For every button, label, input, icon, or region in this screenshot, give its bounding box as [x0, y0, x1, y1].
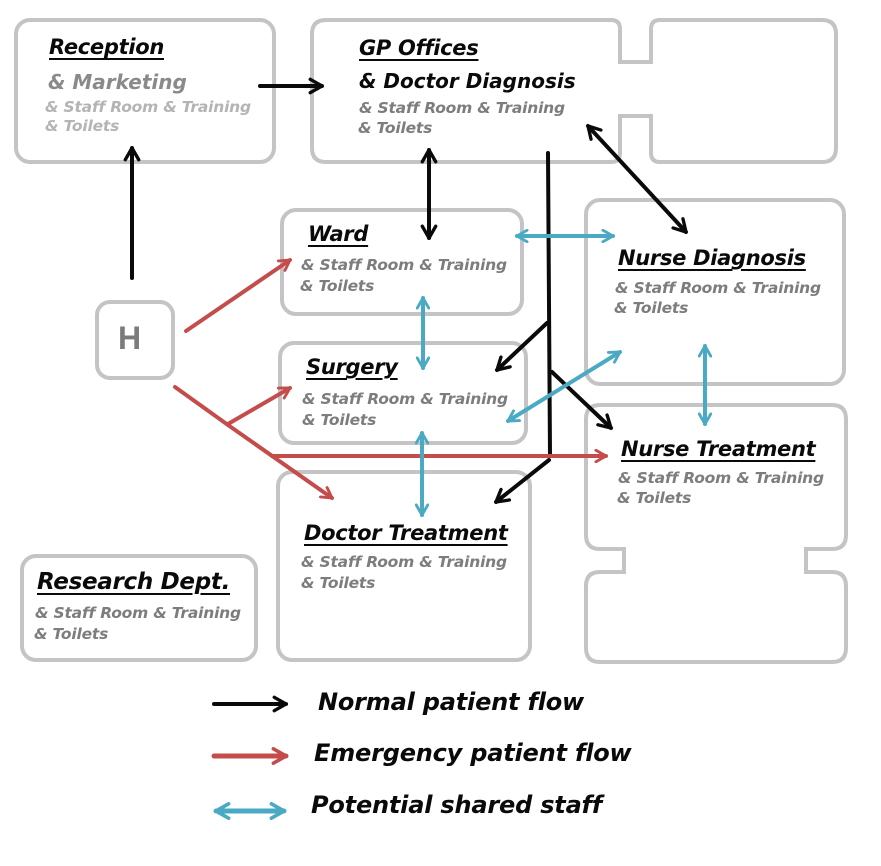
flow-trunk-to-surgery — [495, 321, 549, 372]
flow-gp-nurse-diagnosis — [586, 124, 688, 234]
legend-emergency-label: Emergency patient flow — [314, 739, 632, 767]
reception-subtitle: & Marketing — [48, 70, 187, 94]
room-reception — [14, 18, 276, 164]
emergency-h-trunk — [173, 385, 230, 427]
nurse-diagnosis-facilities: & Staff Room & Training — [615, 279, 821, 297]
ward-toilets: & Toilets — [300, 277, 375, 295]
flow-trunk-to-doctor-treatment — [494, 458, 551, 504]
reception-facilities: & Staff Room & Training — [45, 98, 251, 116]
doctor-treatment-title: Doctor Treatment — [304, 521, 508, 545]
nurse-treatment-facilities: & Staff Room & Training — [618, 469, 824, 487]
ward-facilities: & Staff Room & Training — [301, 256, 507, 274]
gp-offices-toilets: & Toilets — [358, 119, 433, 137]
surgery-facilities: & Staff Room & Training — [302, 390, 508, 408]
legend-arrows — [211, 695, 289, 820]
room-doctor-treatment — [276, 470, 532, 662]
legend-normal-label: Normal patient flow — [318, 688, 584, 716]
nurse-treatment-toilets: & Toilets — [617, 489, 692, 507]
reception-toilets: & Toilets — [45, 117, 120, 135]
nurse-diagnosis-toilets: & Toilets — [614, 299, 689, 317]
legend-shared-label: Potential shared staff — [311, 791, 603, 819]
nurse-diagnosis-title: Nurse Diagnosis — [618, 246, 806, 270]
gp-offices-title: GP Offices — [359, 36, 479, 60]
emergency-h-to-ward — [184, 258, 292, 333]
research-toilets: & Toilets — [34, 625, 109, 643]
reception-title: Reception — [49, 35, 165, 59]
room-research — [20, 554, 258, 662]
doctor-treatment-toilets: & Toilets — [301, 574, 376, 592]
surgery-toilets: & Toilets — [302, 411, 377, 429]
gp-offices-facilities: & Staff Room & Training — [359, 99, 565, 117]
room-nurse-treatment — [584, 403, 848, 664]
flow-trunk — [546, 151, 552, 457]
room-gp-offices — [310, 18, 838, 164]
surgery-title: Surgery — [306, 355, 398, 379]
room-nurse-diagnosis — [584, 198, 846, 386]
emergency-to-doctor-treatment — [226, 423, 334, 500]
emergency-to-surgery — [226, 386, 292, 426]
research-facilities: & Staff Room & Training — [35, 604, 241, 622]
nurse-treatment-title: Nurse Treatment — [621, 437, 816, 461]
doctor-treatment-facilities: & Staff Room & Training — [301, 553, 507, 571]
hospital-entrance-box — [95, 300, 175, 380]
gp-offices-subtitle: & Doctor Diagnosis — [359, 69, 576, 93]
shared-surgery-nurse-diagnosis — [506, 350, 622, 423]
hospital-icon: H — [118, 320, 142, 356]
ward-title: Ward — [308, 222, 369, 246]
research-title: Research Dept. — [37, 569, 231, 595]
